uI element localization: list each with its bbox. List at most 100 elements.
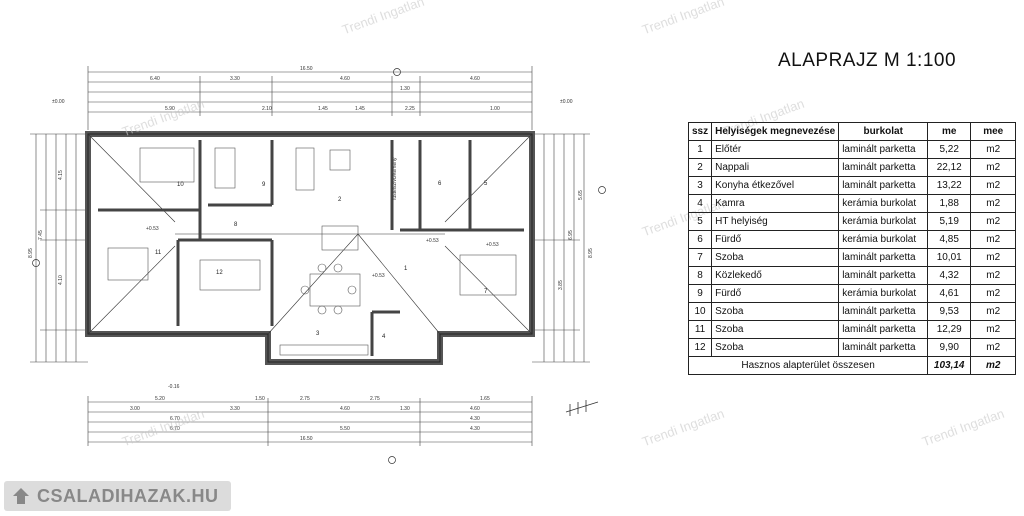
bottom-dim: 5.20: [155, 396, 165, 402]
level-mark: +0.53: [426, 238, 439, 244]
room-number: 9: [262, 182, 266, 188]
table-cell: 10: [687, 302, 713, 321]
table-cell: 12,29: [927, 320, 972, 339]
table-cell: laminált parketta: [838, 248, 929, 267]
table-cell: 6: [687, 230, 713, 249]
column-header: Helyiségek megnevezése: [711, 122, 840, 141]
table-cell: 4: [687, 194, 713, 213]
table-cell: laminált parketta: [838, 338, 929, 357]
top-dim: 2.10: [262, 106, 272, 112]
bottom-dim: 1.65: [480, 396, 490, 402]
level-mark: ±0.00: [52, 99, 65, 105]
column-header: burkolat: [838, 122, 929, 141]
table-cell: 8: [687, 266, 713, 285]
total-unit: m2: [970, 356, 1017, 375]
table-cell: laminált parketta: [838, 302, 929, 321]
bottom-dim: 6.70: [170, 416, 180, 422]
axis-marker-icon: [598, 186, 606, 194]
interior-walls: [98, 140, 524, 356]
table-cell: Szoba: [711, 320, 840, 339]
table-cell: m2: [970, 140, 1017, 159]
room-schedule-table: ssz Helyiségek megnevezése burkolat me m…: [687, 122, 1017, 375]
room-number: 3: [316, 331, 320, 337]
left-dim: 4.15: [58, 170, 64, 180]
table-cell: laminált parketta: [838, 140, 929, 159]
room-number: 11: [155, 250, 162, 256]
total-label: Hasznos alapterület összesen: [687, 356, 929, 375]
level-mark: +0.53: [146, 226, 159, 232]
top-dim: 6.40: [150, 76, 160, 82]
top-dim: 4.60: [470, 76, 480, 82]
table-cell: 5: [687, 212, 713, 231]
floor-plan-drawing: 16.50 6.40 3.30 4.60 1.30 4.60 5.90 2.10…: [28, 66, 606, 464]
top-dimension-lines: [87, 66, 533, 130]
table-cell: Szoba: [711, 248, 840, 267]
table-cell: Fürdő: [711, 230, 840, 249]
table-cell: 7: [687, 248, 713, 267]
chimney-label: füstelszívó/kémény: [392, 157, 398, 200]
table-cell: 5,22: [927, 140, 972, 159]
table-cell: 4,85: [927, 230, 972, 249]
bottom-dim: 3.00: [130, 406, 140, 412]
table-header-row: ssz Helyiségek megnevezése burkolat me m…: [687, 122, 1017, 141]
bottom-dimension-lines: [87, 396, 533, 446]
level-mark: ±0.00: [560, 99, 573, 105]
left-dim: 4.10: [58, 275, 64, 285]
bottom-dim: 4.60: [340, 406, 350, 412]
table-cell: Szoba: [711, 302, 840, 321]
table-cell: m2: [970, 194, 1017, 213]
table-cell: Előtér: [711, 140, 840, 159]
left-dimension-lines: [30, 133, 88, 363]
top-dim: 1.45: [318, 106, 328, 112]
table-cell: kerámia burkolat: [838, 284, 929, 303]
bottom-dim: 6.70: [170, 426, 180, 432]
brand-name: CSALADIHAZAK.HU: [37, 485, 219, 506]
bottom-dim: 2.75: [300, 396, 310, 402]
table-cell: m2: [970, 284, 1017, 303]
table-cell: 10,01: [927, 248, 972, 267]
outer-walls: [85, 131, 535, 365]
top-dim: 1.00: [490, 106, 500, 112]
room-number: 12: [216, 270, 223, 276]
table-cell: laminált parketta: [838, 158, 929, 177]
brand-banner[interactable]: CSALADIHAZAK.HU: [4, 481, 231, 511]
room-number: 10: [177, 182, 184, 188]
level-mark: -0.16: [168, 384, 180, 390]
table-cell: HT helyiség: [711, 212, 840, 231]
top-total-dim: 16.50: [300, 66, 313, 72]
room-number: 6: [438, 181, 442, 187]
table-cell: 13,22: [927, 176, 972, 195]
roof-lines: [87, 133, 533, 335]
table-cell: laminált parketta: [838, 176, 929, 195]
room-number: 1: [404, 266, 408, 272]
room-number: 7: [484, 289, 488, 295]
bottom-dim: 4.30: [470, 426, 480, 432]
column-header: mee: [970, 122, 1017, 141]
table-cell: m2: [970, 266, 1017, 285]
bottom-dim: 5.50: [340, 426, 350, 432]
total-value: 103,14: [927, 356, 972, 375]
table-cell: kerámia burkolat: [838, 194, 929, 213]
column-header: ssz: [687, 122, 713, 141]
table-cell: 9,90: [927, 338, 972, 357]
table-cell: 22,12: [927, 158, 972, 177]
table-cell: laminált parketta: [838, 266, 929, 285]
table-cell: 3: [687, 176, 713, 195]
table-cell: laminált parketta: [838, 320, 929, 339]
table-total-row: Hasznos alapterület összesen 103,14 m2: [687, 356, 1017, 375]
plan-title: ALAPRAJZ M 1:100: [778, 50, 957, 71]
bottom-dim: 3.30: [230, 406, 240, 412]
table-cell: Kamra: [711, 194, 840, 213]
room-number: 8: [234, 222, 238, 228]
left-total-dim: 8.95: [28, 248, 34, 258]
table-cell: m2: [970, 176, 1017, 195]
table-cell: 12: [687, 338, 713, 357]
room-number: 4: [382, 334, 386, 340]
